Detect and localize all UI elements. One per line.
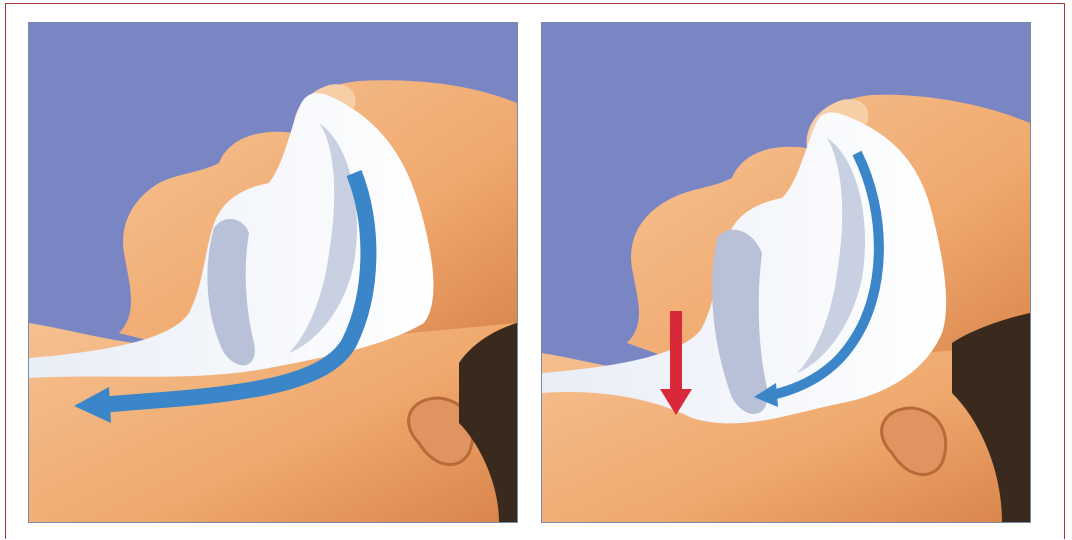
panel-obstructed-airway <box>541 22 1031 523</box>
obstruction-arrow <box>670 311 682 393</box>
open-airway-illustration <box>29 23 517 522</box>
obstructed-airway-illustration <box>542 23 1030 522</box>
panel-open-airway <box>28 22 518 523</box>
